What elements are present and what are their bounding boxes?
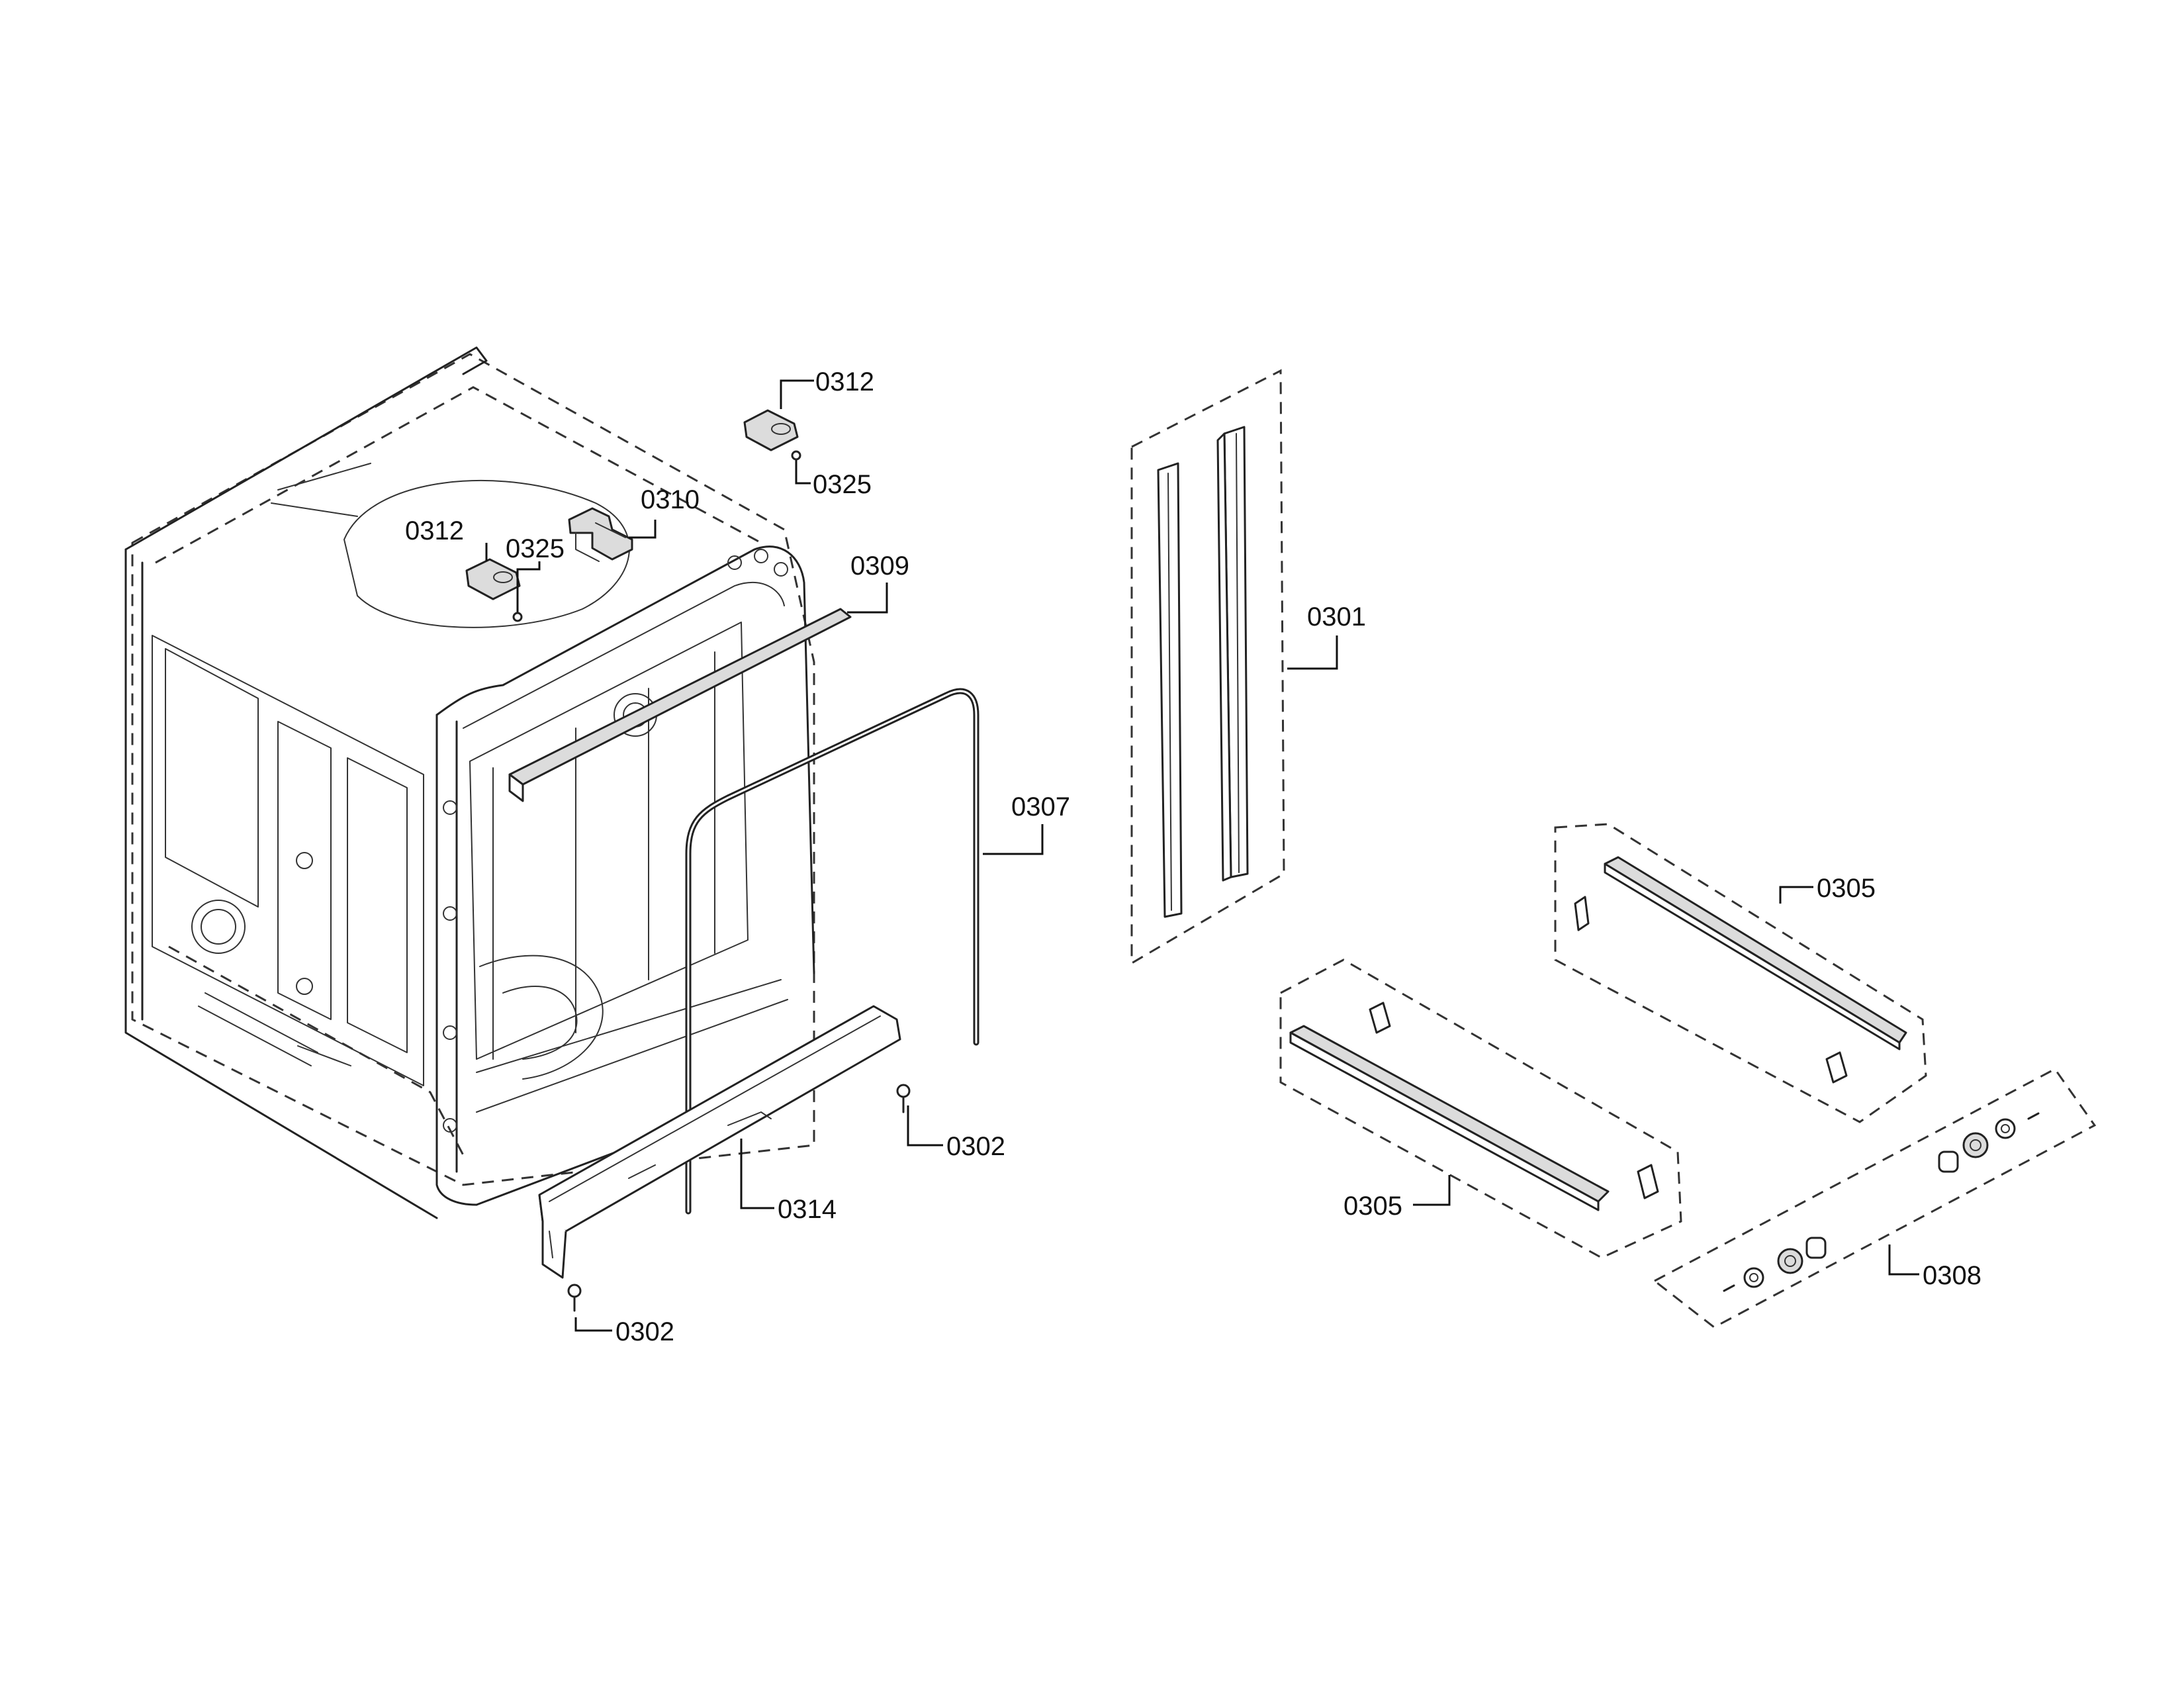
label-0314: 0314 [778,1195,837,1224]
part-0309-upper-seal-strip [508,583,888,802]
part-0312-top-hinge-bracket [743,379,814,451]
label-0305-upper: 0305 [1817,874,1876,903]
part-0308-roller-kit [1653,1068,2097,1329]
label-0310: 0310 [641,485,700,514]
part-0325-top-screw [791,450,811,485]
label-0312-left: 0312 [405,516,464,545]
label-0305-lower: 0305 [1343,1192,1402,1221]
label-0312-top: 0312 [815,367,874,397]
part-0302-bottom-screw [567,1284,612,1332]
part-0305-lower-rail [1279,959,1682,1259]
part-0305-upper-rail [1554,823,1927,1123]
part-0325-left-screw [512,561,541,622]
label-0302-bottom: 0302 [615,1317,674,1346]
part-0307-door-gasket [685,688,1044,1215]
label-0308: 0308 [1923,1261,1981,1290]
part-0314-base-cover [538,1005,901,1279]
label-0307: 0307 [1011,792,1070,821]
label-0325-left: 0325 [506,534,565,563]
part-0302-right-screw [896,1084,943,1147]
dishwasher-tub [124,346,815,1219]
label-0301: 0301 [1307,602,1366,632]
label-0309: 0309 [850,551,909,581]
label-0325-top: 0325 [813,470,872,499]
part-0310-hinge [568,507,657,562]
part-0301-side-trim-strips [1130,369,1338,965]
part-0312-left-hinge-bracket [465,543,521,600]
label-0302-right: 0302 [946,1132,1005,1161]
